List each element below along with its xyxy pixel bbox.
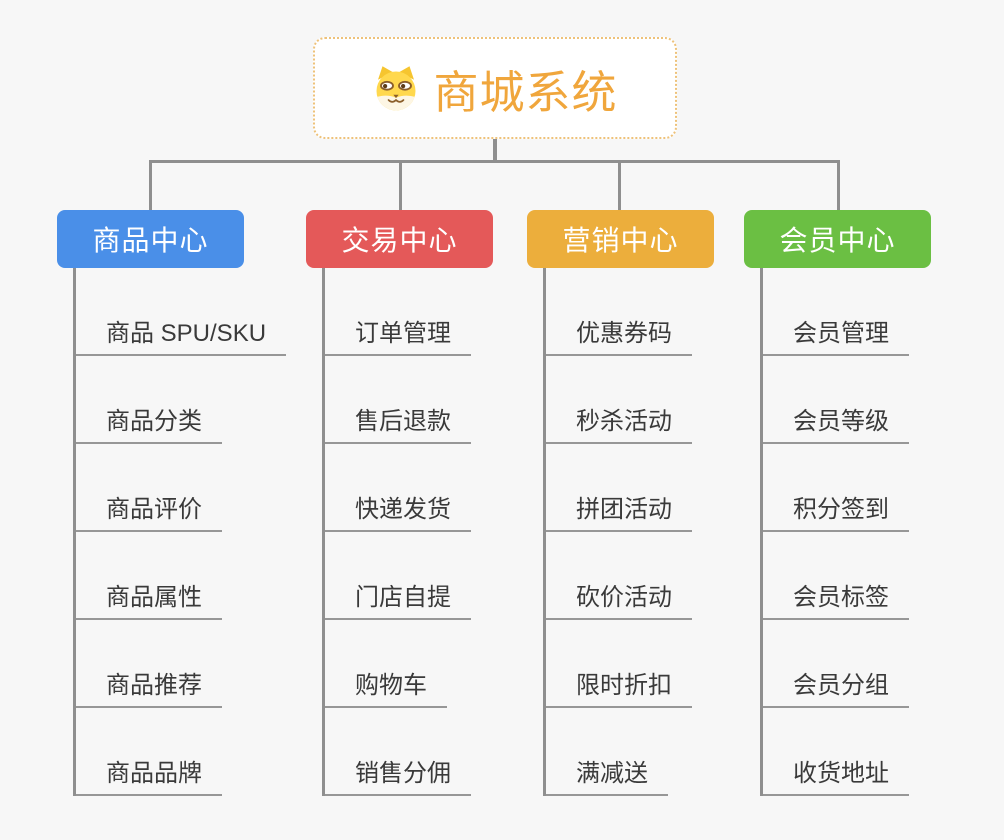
branch-list-product: 商品 SPU/SKU 商品分类 商品评价 商品属性 商品推荐 商品品牌 [73,268,287,796]
leaf-label: 满减送 [546,759,668,796]
connector-stub-member [837,162,840,210]
connector-root-stub [493,139,497,161]
leaf-item[interactable]: 商品品牌 [76,708,286,796]
leaf-label: 会员分组 [763,671,909,708]
branch-list-trade: 订单管理 售后退款 快递发货 门店自提 购物车 销售分佣 [322,268,471,796]
leaf-item[interactable]: 门店自提 [325,532,471,620]
leaf-label: 拼团活动 [546,495,692,532]
branch-marketing-center: 营销中心 优惠券码 秒杀活动 拼团活动 砍价活动 限时折扣 满减送 [527,210,777,796]
connector-stub-trade [399,162,402,210]
leaf-item[interactable]: 砍价活动 [546,532,692,620]
connector-stub-marketing [618,162,621,210]
leaf-item[interactable]: 商品推荐 [76,620,286,708]
leaf-label: 订单管理 [325,319,471,356]
branch-header-product[interactable]: 商品中心 [57,210,244,268]
leaf-item[interactable]: 商品分类 [76,356,286,444]
leaf-item[interactable]: 购物车 [325,620,471,708]
leaf-item[interactable]: 收货地址 [763,708,909,796]
leaf-label: 会员管理 [763,319,909,356]
branch-product-center: 商品中心 商品 SPU/SKU 商品分类 商品评价 商品属性 商品推荐 商品品牌 [57,210,307,796]
leaf-item[interactable]: 商品 SPU/SKU [76,268,287,356]
leaf-item[interactable]: 拼团活动 [546,444,692,532]
leaf-label: 购物车 [325,671,447,708]
leaf-label: 快递发货 [325,495,471,532]
leaf-item[interactable]: 秒杀活动 [546,356,692,444]
leaf-label: 秒杀活动 [546,407,692,444]
leaf-label: 会员等级 [763,407,909,444]
leaf-item[interactable]: 积分签到 [763,444,909,532]
leaf-item[interactable]: 会员等级 [763,356,909,444]
branch-list-marketing: 优惠券码 秒杀活动 拼团活动 砍价活动 限时折扣 满减送 [543,268,692,796]
leaf-item[interactable]: 会员分组 [763,620,909,708]
leaf-label: 商品品牌 [76,759,222,796]
leaf-label: 积分签到 [763,495,909,532]
connector-horizontal-line [149,160,840,163]
leaf-label: 砍价活动 [546,583,692,620]
leaf-label: 商品 SPU/SKU [76,319,287,356]
leaf-item[interactable]: 限时折扣 [546,620,692,708]
leaf-label: 售后退款 [325,407,471,444]
leaf-item[interactable]: 订单管理 [325,268,471,356]
leaf-item[interactable]: 优惠券码 [546,268,692,356]
leaf-item[interactable]: 售后退款 [325,356,471,444]
leaf-item[interactable]: 商品评价 [76,444,286,532]
leaf-item[interactable]: 销售分佣 [325,708,471,796]
root-title: 商城系统 [433,66,618,118]
dog-face-icon [372,64,420,112]
branch-header-trade[interactable]: 交易中心 [306,210,493,268]
branch-header-member[interactable]: 会员中心 [744,210,931,268]
leaf-label: 商品分类 [76,407,222,444]
leaf-label: 收货地址 [763,759,909,796]
leaf-label: 会员标签 [763,583,909,620]
leaf-item[interactable]: 满减送 [546,708,692,796]
leaf-label: 商品属性 [76,583,222,620]
connector-stub-product [149,162,152,210]
leaf-label: 商品推荐 [76,671,222,708]
branch-member-center: 会员中心 会员管理 会员等级 积分签到 会员标签 会员分组 收货地址 [744,210,994,796]
leaf-label: 销售分佣 [325,759,471,796]
leaf-item[interactable]: 商品属性 [76,532,286,620]
leaf-label: 优惠券码 [546,319,692,356]
branch-header-marketing[interactable]: 营销中心 [527,210,714,268]
branch-trade-center: 交易中心 订单管理 售后退款 快递发货 门店自提 购物车 销售分佣 [306,210,556,796]
leaf-label: 限时折扣 [546,671,692,708]
leaf-item[interactable]: 快递发货 [325,444,471,532]
leaf-item[interactable]: 会员标签 [763,532,909,620]
root-node[interactable]: 商城系统 [313,37,677,139]
branch-list-member: 会员管理 会员等级 积分签到 会员标签 会员分组 收货地址 [760,268,909,796]
leaf-label: 商品评价 [76,495,222,532]
leaf-label: 门店自提 [325,583,471,620]
leaf-item[interactable]: 会员管理 [763,268,909,356]
